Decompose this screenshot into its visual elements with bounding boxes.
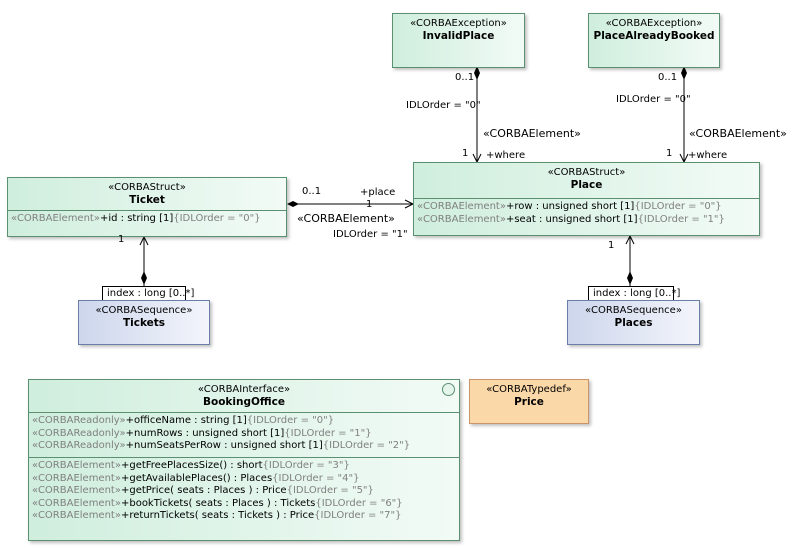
attribute-compartment: «CORBAReadonly»+officeName : string [1]{… xyxy=(29,412,459,457)
tagged-value-label: IDLOrder = "1" xyxy=(333,229,408,240)
attribute-compartment: «CORBAElement»+row : unsigned short [1]{… xyxy=(414,198,759,228)
composite-diamond xyxy=(681,66,687,80)
attribute-row: «CORBAElement»+id : string [1]{IDLOrder … xyxy=(11,213,261,224)
arrowhead xyxy=(625,234,635,245)
multiplicity-label: 1 xyxy=(462,148,469,159)
attribute-row: «CORBAElement»+row : unsigned short [1]{… xyxy=(417,201,722,212)
composite-diamond xyxy=(141,271,147,285)
stereotype-label: «CORBAException» xyxy=(605,18,703,29)
class-places[interactable]: «CORBASequence» Places xyxy=(567,300,700,345)
tagged-value-label: IDLOrder = "0" xyxy=(616,94,691,105)
class-name: Ticket xyxy=(129,194,165,206)
stereotype-label: «CORBAStruct» xyxy=(547,167,626,178)
class-ticket[interactable]: «CORBAStruct» Ticket «CORBAElement»+id :… xyxy=(7,177,287,237)
class-name: PlaceAlreadyBooked xyxy=(593,30,715,42)
composite-diamond xyxy=(287,201,299,207)
operation-row: «CORBAElement»+getFreePlacesSize() : sho… xyxy=(32,460,350,471)
operation-row: «CORBAElement»+getAvailablePlaces() : Pl… xyxy=(32,472,360,484)
stereotype-label: «CORBAElement» xyxy=(483,127,581,140)
class-name: Tickets xyxy=(122,317,166,329)
interface-circle-icon xyxy=(442,383,455,396)
class-placealreadybooked[interactable]: «CORBAException» PlaceAlreadyBooked xyxy=(588,13,720,68)
attribute-row: «CORBAReadonly»+numSeatsPerRow : unsigne… xyxy=(32,440,411,451)
class-tickets[interactable]: «CORBASequence» Tickets xyxy=(78,300,210,345)
stereotype-label: «CORBASequence» xyxy=(585,305,682,316)
class-name: Place xyxy=(570,179,603,191)
class-price[interactable]: «CORBATypedef» Price xyxy=(469,379,589,424)
stereotype-label: «CORBAException» xyxy=(410,18,507,29)
operation-row: «CORBAElement»+getPrice( seats : Places … xyxy=(32,485,374,496)
arrowhead xyxy=(139,235,149,246)
multiplicity-label: 0..1 xyxy=(455,72,475,83)
composite-diamond xyxy=(474,66,480,80)
class-place[interactable]: «CORBAStruct» Place «CORBAElement»+row :… xyxy=(413,162,760,236)
qualifier-box: index : long [0..*] xyxy=(588,286,680,301)
operation-row: «CORBAElement»+returnTickets( seats : Ti… xyxy=(32,510,402,521)
role-label: +place xyxy=(360,187,396,198)
role-label: +where xyxy=(486,150,526,161)
class-name: InvalidPlace xyxy=(422,30,495,42)
attribute-row: «CORBAReadonly»+officeName : string [1]{… xyxy=(32,415,335,426)
attribute-compartment: «CORBAElement»+id : string [1]{IDLOrder … xyxy=(8,210,286,228)
attribute-row: «CORBAElement»+seat : unsigned short [1]… xyxy=(417,213,725,225)
stereotype-label: «CORBAElement» xyxy=(297,212,395,225)
stereotype-label: «CORBASequence» xyxy=(95,305,193,316)
composite-diamond xyxy=(627,271,633,285)
multiplicity-label: 0..1 xyxy=(658,72,678,83)
class-invalidplace[interactable]: «CORBAException» InvalidPlace xyxy=(392,13,525,68)
class-name: BookingOffice xyxy=(203,396,285,408)
class-name: Places xyxy=(614,317,653,329)
operation-compartment: «CORBAElement»+getFreePlacesSize() : sho… xyxy=(29,457,459,525)
stereotype-label: «CORBAInterface» xyxy=(197,384,291,395)
tagged-value-label: IDLOrder = "0" xyxy=(406,100,481,111)
qualifier-box: index : long [0..*] xyxy=(102,286,194,301)
multiplicity-label: 1 xyxy=(366,199,373,210)
stereotype-label: «CORBAStruct» xyxy=(108,182,186,193)
operation-row: «CORBAElement»+bookTickets( seats : Plac… xyxy=(32,497,403,509)
role-label: +where xyxy=(688,150,728,161)
class-name: Price xyxy=(514,396,544,408)
stereotype-label: «CORBATypedef» xyxy=(486,384,572,395)
multiplicity-label: 1 xyxy=(118,234,125,245)
multiplicity-label: 1 xyxy=(666,148,673,159)
multiplicity-label: 1 xyxy=(608,240,615,251)
multiplicity-label: 0..1 xyxy=(302,186,322,197)
class-bookingoffice[interactable]: «CORBAInterface» BookingOffice «CORBARea… xyxy=(28,379,460,541)
attribute-row: «CORBAReadonly»+numRows : unsigned short… xyxy=(32,427,372,439)
stereotype-label: «CORBAElement» xyxy=(689,127,787,140)
